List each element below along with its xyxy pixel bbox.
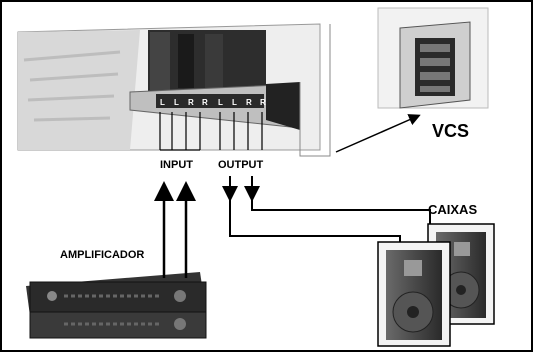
terminal-mark: R [188,98,194,107]
caixas-label: CAIXAS [428,202,478,217]
terminal-mark: L [160,98,165,107]
terminal-mark: R [260,98,266,107]
vcs-control [377,7,489,109]
output-wires [222,176,431,246]
terminal-mark: L [232,98,237,107]
terminal-mark: L [174,98,179,107]
output-label: OUTPUT [218,159,264,171]
amplificador-label: AMPLIFICADOR [60,249,145,261]
terminal-leads [159,112,263,151]
switcher-unit [17,23,321,151]
vcs-arrow [335,114,421,153]
terminal-mark: L [218,98,223,107]
amplifier [26,272,207,339]
wall-outline [299,24,331,157]
input-label: INPUT [160,159,193,171]
terminal-marks: L L R R L L R R [160,98,266,107]
speaker-front [377,241,451,347]
terminal-mark: R [202,98,208,107]
terminal-mark: R [246,98,252,107]
input-wires [154,181,196,278]
vcs-label: VCS [432,121,470,141]
